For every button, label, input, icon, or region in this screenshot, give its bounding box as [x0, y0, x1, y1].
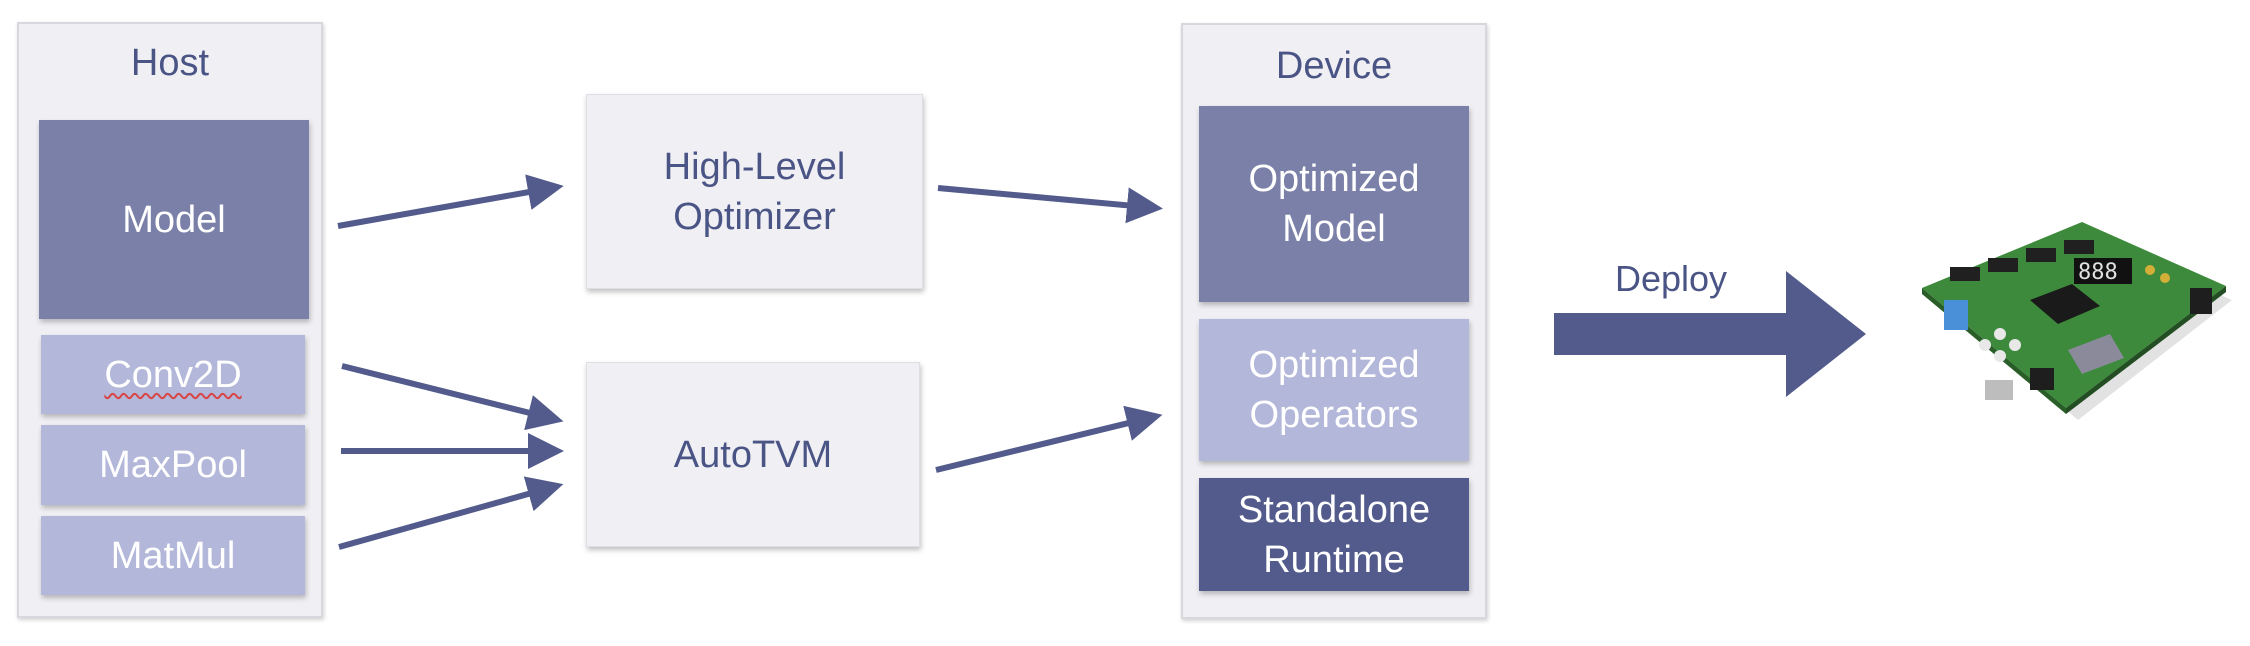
optimized-model-box: Optimized Model [1199, 106, 1469, 302]
deploy-label: Deploy [1615, 258, 1728, 299]
arrow-autotvm-to-device [935, 405, 1163, 473]
deploy-arrow [1554, 271, 1866, 397]
fpga-board-icon: 888 [1922, 222, 2232, 420]
arrow-matmul-to-autotvm [338, 476, 564, 550]
arrow-conv2d-to-autotvm [341, 363, 564, 431]
conv2d-label: Conv2D [104, 353, 242, 396]
matmul-box: MatMul [41, 516, 305, 595]
maxpool-box: MaxPool [41, 425, 305, 505]
optimized-operators-box: Optimized Operators [1199, 319, 1469, 461]
autotvm-box: AutoTVM [586, 362, 920, 547]
conv2d-box: Conv2D [41, 335, 305, 414]
device-title: Device [1275, 45, 1393, 87]
svg-text:888: 888 [2078, 260, 2118, 285]
host-title: Host [130, 42, 210, 84]
high-level-optimizer-box: High-Level Optimizer [586, 94, 923, 289]
standalone-runtime-box: Standalone Runtime [1199, 478, 1469, 591]
model-box: Model [39, 120, 309, 319]
arrow-hlo-to-device [937, 185, 1163, 224]
arrow-model-to-hlo [337, 174, 564, 229]
